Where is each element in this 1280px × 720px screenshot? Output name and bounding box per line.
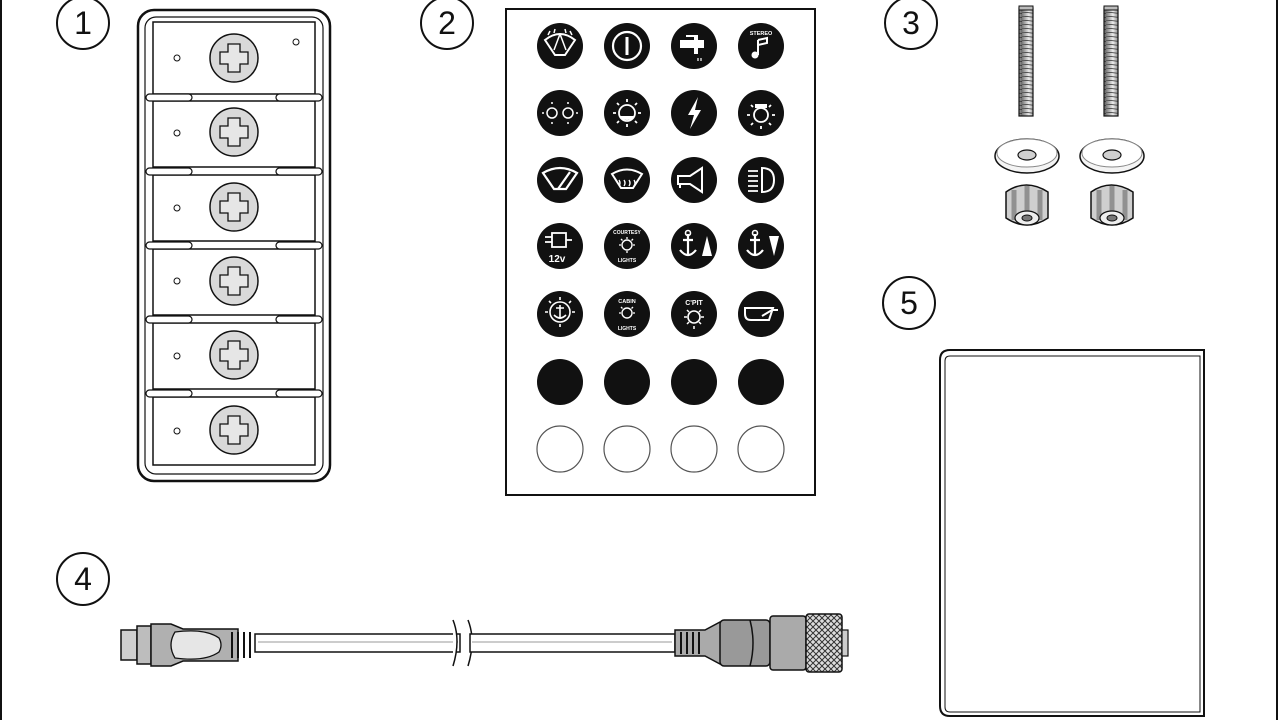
thumb-nut-left [1005,184,1049,226]
anchor-down-icon [738,223,784,269]
blank-black-legend [738,359,784,405]
blank-black-legend [671,359,717,405]
headlight-icon [738,157,784,203]
spotlight-icon [738,90,784,136]
rocker-button [209,33,259,83]
blank-white-legend [670,425,718,473]
demister-icon [604,157,650,203]
blank-white-legend [737,425,785,473]
blank-white-legend [603,425,651,473]
12v-label: 12v [549,254,566,265]
bilge-pump-icon [738,291,784,337]
switch-panel [136,8,332,483]
tap-icon [671,23,717,69]
wiper-icon [537,157,583,203]
mounting-stud-right [1103,5,1119,117]
cabin-label-top: CABIN [618,299,635,305]
cabin-label-bottom: LIGHTS [618,326,637,332]
nav-lights-icon [537,90,583,136]
courtesy-label-bottom: LIGHTS [618,258,637,264]
switch-row [152,396,316,466]
12v-socket-icon: 12v [537,223,583,269]
blank-white-legend [536,425,584,473]
blank-black-legend [537,359,583,405]
network-cable [120,613,849,673]
washer-right [1079,138,1145,174]
callout-1: 1 [56,0,110,50]
cockpit-label: C'PIT [685,300,703,307]
cable-plug-male [120,623,251,667]
blank-black-legend [604,359,650,405]
horn-icon [671,157,717,203]
switch-row [152,174,316,242]
rocker-button [209,256,259,306]
legend-sheet: STEREO [505,8,816,496]
washer-left [994,138,1060,174]
callout-3: 3 [884,0,938,50]
cable-plug-female [674,613,849,673]
callout-5: 5 [882,276,936,330]
power-icon [604,23,650,69]
anchor-light-icon [537,291,583,337]
stereo-icon: STEREO [738,23,784,69]
switch-row [152,100,316,168]
thumb-nut-right [1090,184,1134,226]
courtesy-label-top: COURTESY [613,230,641,236]
stereo-label: STEREO [750,31,773,37]
switch-row [152,21,316,95]
callout-4: 4 [56,552,110,606]
documentation-booklet [939,349,1205,717]
wiper-washer-icon [537,23,583,69]
mounting-stud-left [1018,5,1034,117]
rocker-button [209,182,259,232]
lightning-icon [671,90,717,136]
anchor-up-icon [671,223,717,269]
cabin-lights-icon: CABIN LIGHTS [604,291,650,337]
switch-row [152,322,316,390]
rocker-button [209,107,259,157]
switch-row [152,248,316,316]
cockpit-light-icon: C'PIT [671,291,717,337]
callout-2: 2 [420,0,474,50]
rocker-button [209,405,259,455]
rocker-button [209,330,259,380]
dimmer-light-icon [604,90,650,136]
courtesy-lights-icon: COURTESY LIGHTS [604,223,650,269]
